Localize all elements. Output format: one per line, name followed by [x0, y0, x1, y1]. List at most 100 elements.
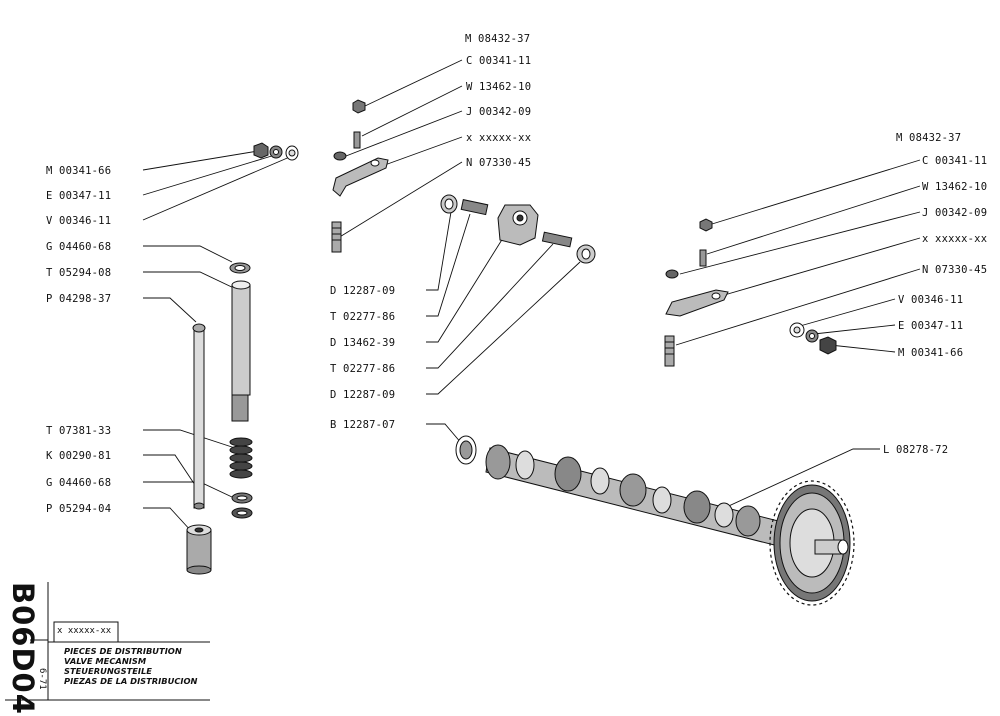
part-number-label: D 12287-09	[330, 389, 396, 401]
part-number-label: J 00342-09	[466, 106, 532, 118]
part-number-label: x xxxxx-xx	[466, 132, 532, 144]
part-number-label: N 07330-45	[922, 264, 988, 276]
leader-line	[675, 268, 921, 346]
stud-part	[331, 221, 342, 253]
screw-part	[353, 131, 361, 149]
nut-part	[333, 151, 347, 161]
sheet-date: 6-71	[37, 668, 47, 690]
part-number-label: T 07381-33	[46, 425, 112, 437]
part-number-label: M 08432-37	[896, 132, 962, 144]
right-rocker-assembly	[664, 218, 837, 367]
part-number-label: D 13462-39	[330, 337, 396, 349]
left-valve-assembly	[186, 142, 299, 575]
leader-line	[364, 59, 463, 107]
part-number-label: E 00347-11	[898, 320, 964, 332]
leader-line	[711, 159, 921, 225]
part-number-label: G 04460-68	[46, 241, 112, 253]
leader-line	[426, 229, 509, 343]
spring-part	[460, 199, 489, 216]
leader-line	[829, 344, 896, 353]
leader-line	[679, 211, 921, 275]
part-number-label: V 00346-11	[46, 215, 112, 227]
part-number-label: W 13462-10	[466, 81, 532, 93]
part-number-label: N 07330-45	[466, 157, 532, 169]
leader-line	[706, 185, 921, 255]
pushrod-part	[193, 327, 205, 509]
part-number-label: P 05294-04	[46, 503, 112, 515]
part-number-label: K 00290-81	[46, 450, 112, 462]
part-number-label: W 13462-10	[922, 181, 988, 193]
cam-lobe	[683, 490, 711, 524]
leader-line	[361, 85, 463, 137]
part-number-label: L 08278-72	[883, 444, 949, 456]
cam-lobe	[619, 473, 647, 507]
stud-part	[664, 335, 675, 367]
part-number-label: M 00341-66	[46, 165, 112, 177]
part-number-label: D 12287-09	[330, 285, 396, 297]
part-number-label: T 05294-08	[46, 267, 112, 279]
leader-line	[426, 211, 452, 291]
leader-line	[799, 298, 896, 327]
part-number-label: x xxxxx-xx	[922, 233, 988, 245]
sheet-code: B06D04.0	[6, 582, 40, 716]
leader-line	[143, 481, 233, 498]
part-number-label: T 02277-86	[330, 311, 396, 323]
part-number-label: T 02277-86	[330, 363, 396, 375]
nut-part	[819, 336, 837, 355]
leader-line	[426, 261, 581, 395]
rocker-shaft-assembly	[440, 194, 596, 264]
part-number-label: C 00341-11	[922, 155, 988, 167]
title-german: STEUERUNGSTEILE	[64, 666, 152, 676]
placeholder-reference: x xxxxx-xx	[57, 626, 112, 636]
leader-line	[143, 507, 193, 533]
tube-part	[231, 284, 251, 396]
leader-line	[142, 154, 276, 196]
spring-part	[229, 437, 253, 479]
cam-lobe	[485, 444, 511, 480]
part-number-label: C 00341-11	[466, 55, 532, 67]
leader-line	[143, 271, 239, 291]
leader-line	[345, 110, 463, 157]
leader-line	[813, 324, 896, 335]
leader-line	[143, 454, 198, 489]
leader-line	[337, 161, 463, 239]
part-number-label: M 00341-66	[898, 347, 964, 359]
part-number-label: M 08432-37	[465, 33, 531, 45]
part-number-label: G 04460-68	[46, 477, 112, 489]
leader-line	[381, 136, 463, 167]
title-english: VALVE MECANISM	[64, 656, 147, 666]
leader-line	[143, 245, 233, 263]
spring-part	[541, 231, 573, 248]
camshaft-assembly	[455, 435, 851, 602]
part-number-label: P 04298-37	[46, 293, 112, 305]
nut-part	[253, 142, 269, 159]
part-number-label: J 00342-09	[922, 207, 988, 219]
leader-line	[143, 429, 236, 449]
leader-line	[426, 213, 471, 317]
nut-part	[665, 269, 679, 279]
title-french: PIECES DE DISTRIBUTION	[64, 646, 182, 656]
gear-teeth	[769, 480, 855, 606]
cam-lobe	[554, 456, 582, 492]
nut-part	[699, 218, 713, 232]
leader-line	[426, 243, 554, 369]
part-number-label: B 12287-07	[330, 419, 396, 431]
leader-line	[713, 237, 921, 299]
cam-lobe	[735, 505, 761, 537]
leader-line	[142, 150, 259, 171]
screw-part	[699, 249, 707, 267]
nut-part	[352, 99, 366, 114]
top-rocker-assembly	[331, 99, 389, 253]
title-spanish: PIEZAS DE LA DISTRIBUCION	[64, 676, 198, 686]
title-block	[5, 582, 210, 701]
leader-line	[719, 448, 880, 511]
part-number-label: V 00346-11	[898, 294, 964, 306]
part-number-label: E 00347-11	[46, 190, 112, 202]
rocker-arm-part	[332, 157, 389, 197]
leader-line	[426, 423, 463, 445]
leader-line	[142, 155, 293, 221]
leader-line	[143, 297, 197, 323]
tappet-part	[186, 529, 212, 571]
